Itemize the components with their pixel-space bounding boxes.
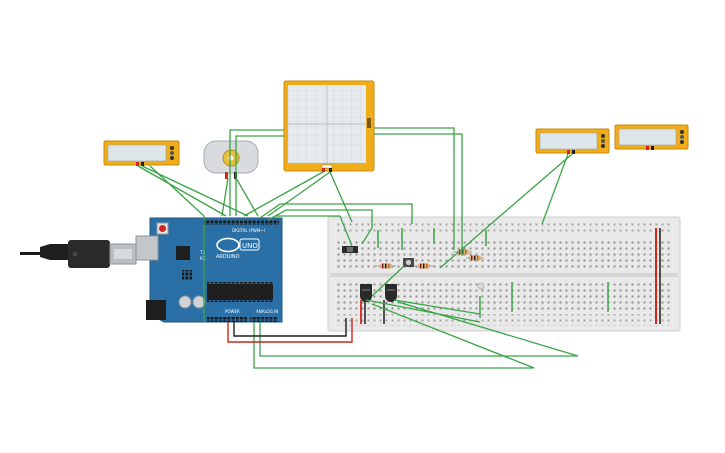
power-jack: [146, 300, 166, 320]
wire-green[interactable]: [267, 209, 373, 245]
arduino-uno[interactable]: DIGITAL (PWM~) UNO ARDUINO TX RX POWER A…: [135, 217, 283, 323]
analog-header-label: ANALOG IN: [256, 309, 278, 314]
slide-switch[interactable]: [342, 246, 358, 253]
atmega-chip: [207, 284, 273, 300]
analog-header: [250, 317, 278, 322]
wire-green[interactable]: [137, 165, 227, 217]
lcd-module-left[interactable]: [103, 140, 180, 166]
wire-green[interactable]: [259, 203, 413, 224]
resistor[interactable]: [414, 263, 434, 269]
scope-label-tab: [367, 118, 371, 128]
motor-shaft: [228, 155, 234, 161]
power-header: [207, 317, 247, 322]
dc-motor[interactable]: [203, 140, 259, 179]
wire-green[interactable]: [253, 303, 535, 369]
board-model-label: UNO: [242, 242, 258, 250]
led[interactable]: [477, 282, 485, 290]
wire-green[interactable]: [235, 135, 284, 216]
reset-button[interactable]: [159, 225, 166, 232]
lcd-module-right[interactable]: [614, 124, 689, 150]
usb-port: [135, 235, 159, 261]
wire-green[interactable]: [221, 177, 229, 217]
power-rail-top: [336, 222, 672, 234]
wire-green[interactable]: [393, 299, 481, 315]
capacitor: [192, 295, 206, 309]
transistor[interactable]: [385, 284, 397, 302]
power-header-label: POWER: [225, 309, 240, 314]
wire-green[interactable]: [371, 265, 405, 297]
wire-red[interactable]: [227, 318, 353, 343]
wire-green[interactable]: [541, 153, 569, 225]
lcd-module-middle[interactable]: [535, 128, 610, 154]
terminal-block-top: [336, 240, 672, 270]
digital-header: [203, 220, 279, 225]
wire-green[interactable]: [243, 171, 324, 217]
resistor[interactable]: [376, 263, 396, 269]
rx-led-label: RX: [200, 256, 206, 261]
wire-green[interactable]: [267, 171, 331, 217]
power-rail-bottom: [336, 314, 672, 326]
push-button[interactable]: [403, 258, 414, 267]
transistor[interactable]: [360, 284, 372, 302]
wire-green[interactable]: [374, 127, 455, 250]
breadboard[interactable]: [327, 216, 681, 332]
wire-black[interactable]: [233, 318, 347, 337]
wire-green[interactable]: [259, 301, 579, 357]
wire-green[interactable]: [365, 299, 481, 323]
center-channel: [330, 273, 678, 277]
icsp-header: [182, 270, 192, 280]
wire-green[interactable]: [374, 133, 463, 256]
wire-green[interactable]: [229, 129, 284, 216]
board-brand-label: ARDUINO: [216, 254, 240, 260]
wire-green[interactable]: [329, 171, 353, 223]
tx-led-label: TX: [199, 250, 205, 255]
arduino-logo: [216, 237, 240, 253]
resistor[interactable]: [466, 255, 484, 261]
oscilloscope[interactable]: [283, 80, 375, 172]
usb-chip: [176, 246, 190, 260]
digital-header-label: DIGITAL (PWM~): [232, 228, 266, 233]
power-wires[interactable]: [227, 318, 353, 343]
green-wires[interactable]: [137, 127, 579, 369]
usb-cable[interactable]: [20, 240, 137, 268]
capacitor: [178, 295, 192, 309]
wire-green[interactable]: [276, 215, 353, 247]
wire-green[interactable]: [149, 165, 205, 217]
wire-green[interactable]: [439, 153, 573, 269]
